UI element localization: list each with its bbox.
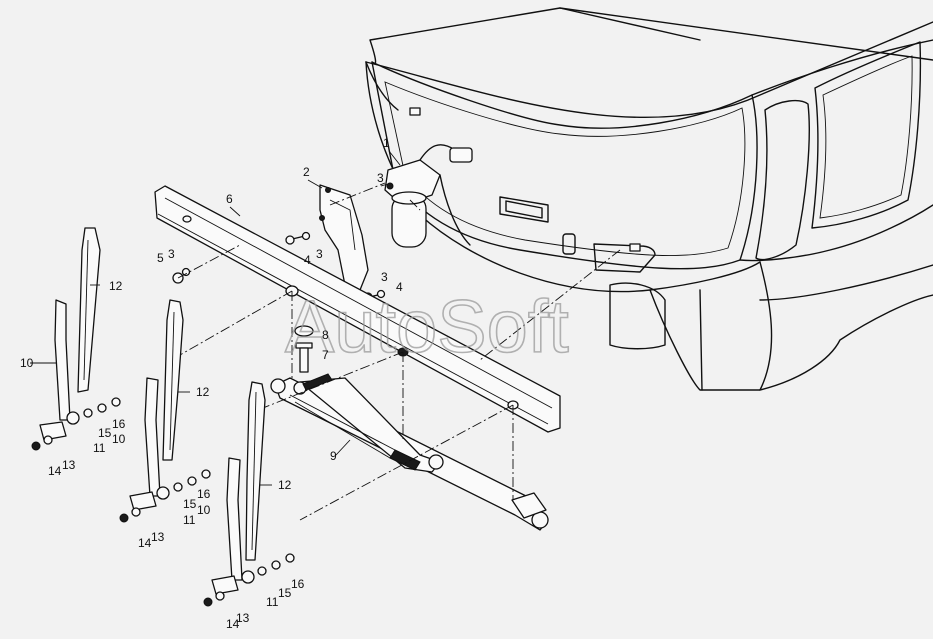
callout-label-l14c: 14 bbox=[226, 617, 240, 631]
callout-label-l9: 9 bbox=[330, 449, 337, 463]
callout-label-l16c: 16 bbox=[291, 577, 305, 591]
callout-label-l10c: 10 bbox=[197, 503, 211, 517]
callout-label-l11a: 11 bbox=[93, 441, 106, 455]
callout-label-l12a: 12 bbox=[109, 279, 123, 293]
callout-label-l12c: 12 bbox=[278, 478, 292, 492]
callout-label-l16b: 16 bbox=[197, 487, 211, 501]
callout-label-l5: 5 bbox=[157, 251, 164, 265]
callout-label-l3a: 3 bbox=[377, 171, 384, 185]
callout-label-l7: 7 bbox=[322, 348, 329, 362]
leader-lines bbox=[30, 150, 401, 486]
watermark: AutoSoft bbox=[285, 285, 569, 368]
callout-label-l4b: 4 bbox=[396, 280, 403, 294]
callout-label-l8: 8 bbox=[322, 328, 329, 342]
callout-label-l14a: 14 bbox=[48, 464, 62, 478]
callout-label-l11b: 11 bbox=[183, 513, 196, 527]
cowl-panel bbox=[154, 185, 561, 433]
callout-label-l10b: 10 bbox=[112, 432, 126, 446]
wiper-set-left bbox=[31, 227, 121, 451]
callout-label-l2: 2 bbox=[303, 165, 310, 179]
callout-label-l15c: 15 bbox=[278, 586, 292, 600]
callout-label-l3c: 3 bbox=[381, 270, 388, 284]
callout-label-l6: 6 bbox=[226, 192, 233, 206]
wiper-linkage bbox=[270, 373, 549, 531]
wiper-set-right bbox=[203, 381, 295, 607]
callout-label-l10a: 10 bbox=[20, 356, 34, 370]
wiper-motor bbox=[384, 144, 473, 248]
callout-label-l3b: 3 bbox=[316, 247, 323, 261]
callout-label-l4a: 4 bbox=[304, 253, 311, 267]
callout-label-l12b: 12 bbox=[196, 385, 210, 399]
mounting-bolt bbox=[294, 325, 314, 373]
callout-label-l14b: 14 bbox=[138, 536, 152, 550]
callout-label-l13a: 13 bbox=[62, 458, 76, 472]
wiper-set-middle bbox=[119, 299, 211, 523]
callout-label-l15a: 15 bbox=[98, 426, 112, 440]
callout-label-l13b: 13 bbox=[151, 530, 165, 544]
truck-cab-outline bbox=[365, 7, 933, 391]
callout-label-l3d: 3 bbox=[168, 247, 175, 261]
callout-label-l11c: 11 bbox=[266, 595, 279, 609]
callout-label-l13c: 13 bbox=[236, 611, 250, 625]
callout-label-l1: 1 bbox=[383, 136, 390, 150]
callout-label-l15b: 15 bbox=[183, 497, 197, 511]
assembly-lines bbox=[177, 182, 621, 521]
callout-label-l16a: 16 bbox=[112, 417, 126, 431]
